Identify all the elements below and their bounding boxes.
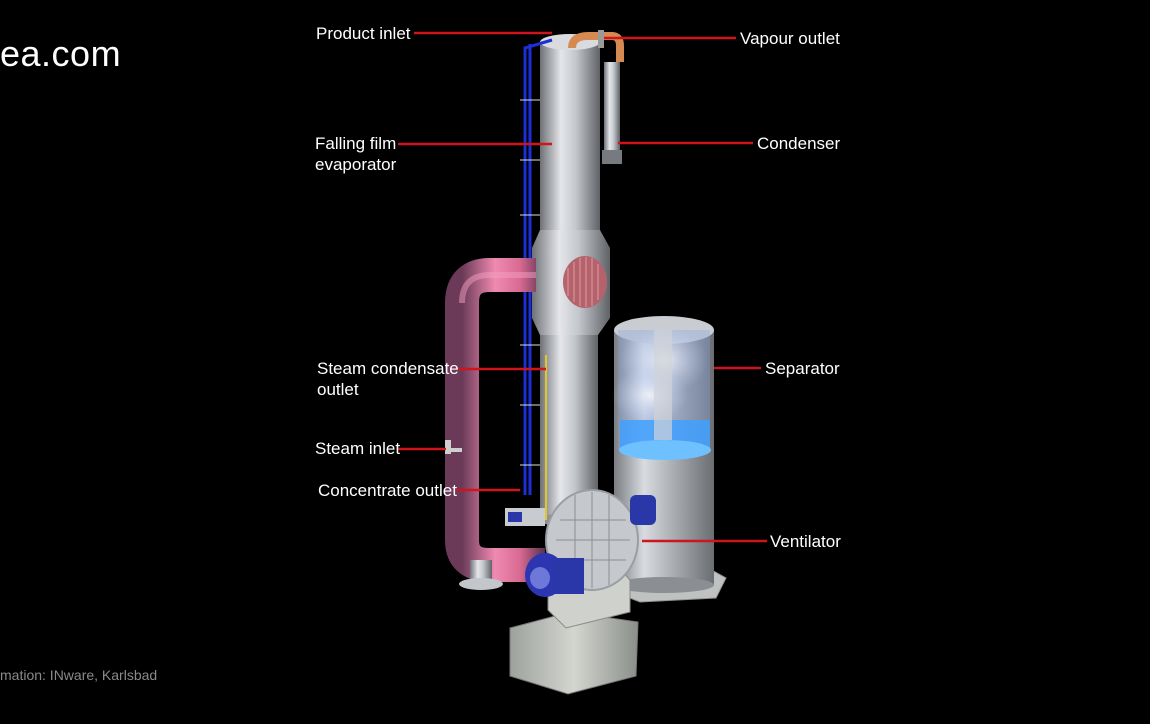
label-falling-film-line2: evaporator <box>315 155 397 174</box>
label-falling-film-evaporator: Falling film evaporator <box>315 133 396 175</box>
label-steam-condensate-line1: Steam condensate <box>317 359 459 378</box>
leader-lines <box>398 31 767 543</box>
label-falling-film-line1: Falling film <box>315 134 397 153</box>
label-steam-condensate-line2: outlet <box>317 380 359 399</box>
pipe-brackets <box>520 99 540 466</box>
label-ventilator: Ventilator <box>770 532 841 551</box>
label-separator: Separator <box>765 359 840 378</box>
label-steam-condensate-outlet: Steam condensate outlet <box>317 358 459 400</box>
watermark-text: ea.com <box>0 33 122 74</box>
concentrate-pump <box>505 508 545 526</box>
label-vapour-outlet: Vapour outlet <box>740 29 840 48</box>
ventilator-unit <box>509 489 656 695</box>
separator-vessel <box>612 316 727 603</box>
label-product-inlet: Product inlet <box>316 24 411 43</box>
vapour-outlet-pipe <box>568 30 624 62</box>
label-steam-inlet: Steam inlet <box>315 439 401 458</box>
condenser-unit <box>602 62 622 164</box>
evaporator-column <box>532 34 610 527</box>
animation-credit: mation: INware, Karlsbad <box>0 667 158 683</box>
label-condenser: Condenser <box>757 134 841 153</box>
label-concentrate-outlet: Concentrate outlet <box>318 481 457 500</box>
steam-pipe <box>445 258 545 590</box>
